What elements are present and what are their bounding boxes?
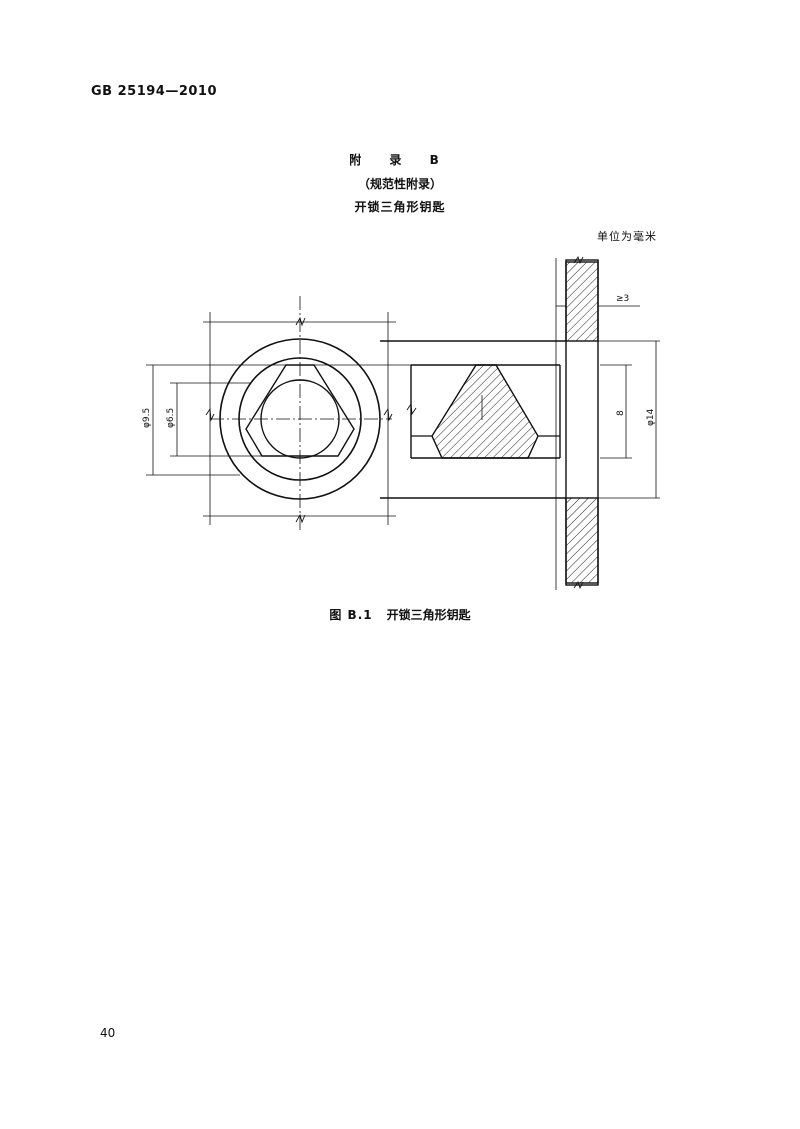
end-view — [146, 296, 560, 532]
figure-caption-title: 开锁三角形钥匙 — [386, 608, 471, 622]
figure-caption-number: 图 B.1 — [329, 608, 373, 622]
dimension-inner-dia: φ6.5 — [166, 408, 176, 428]
side-view — [380, 255, 660, 590]
appendix-nature: （规范性附录） — [357, 177, 442, 191]
dimension-outer-dia: φ9.5 — [142, 408, 152, 428]
appendix-subject: 开锁三角形钥匙 — [354, 200, 446, 214]
unit-note: 单位为毫米 — [597, 230, 657, 243]
key-tip-section — [431, 364, 539, 459]
appendix-title: 附 录 B — [349, 153, 451, 167]
dimension-shaft-dia: φ14 — [646, 408, 656, 426]
dimension-height: 8 — [616, 410, 626, 416]
dimension-min-thickness: ≥3 — [616, 294, 629, 304]
page-number: 40 — [100, 1026, 116, 1040]
shaft-upper-section — [565, 261, 599, 342]
figure-caption: 图 B.1 开锁三角形钥匙 — [0, 606, 800, 623]
shaft-lower-section — [565, 497, 599, 584]
standard-code: GB 25194—2010 — [91, 84, 218, 99]
